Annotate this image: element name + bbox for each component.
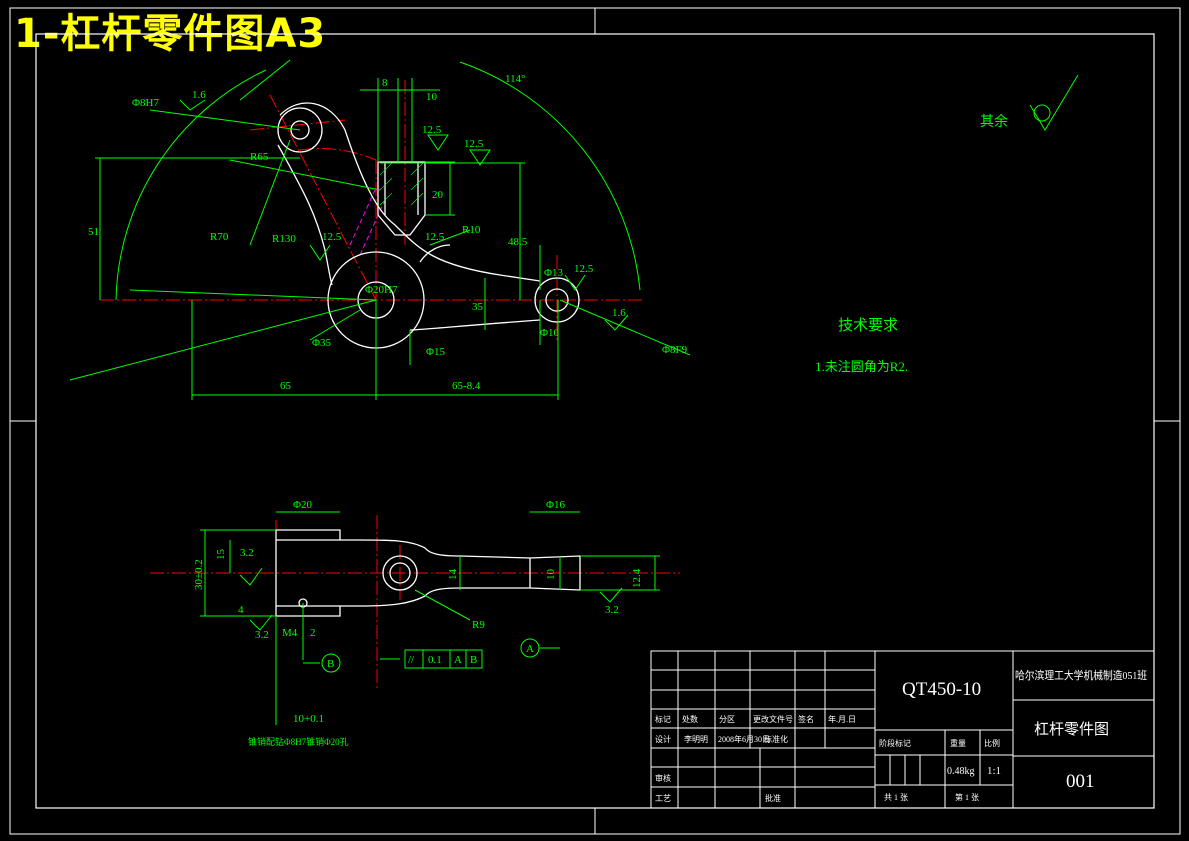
roughness-3-2-c: 3.2	[605, 604, 619, 616]
revision-mark-header: 标记	[655, 714, 671, 724]
revision-date-header: 年.月.日	[828, 714, 856, 724]
technical-requirements: 技术要求 1.未注圆角为R2.	[815, 317, 908, 374]
dim-d20: 20	[432, 189, 444, 201]
scale-label: 比例	[984, 738, 1000, 748]
datum-a-label: A	[526, 643, 534, 655]
dim-d65: 65	[280, 380, 292, 392]
dim-dia35: Φ35	[312, 337, 332, 349]
material-label: QT450-10	[902, 679, 981, 700]
revision-sign-header: 签名	[798, 714, 814, 724]
tech-req-heading: 技术要求	[838, 317, 898, 334]
mass-value: 0.48kg	[947, 766, 975, 777]
review-label: 审核	[655, 773, 671, 783]
dim-r130: R130	[272, 233, 296, 245]
roughness-3-2-a: 3.2	[240, 547, 254, 559]
dim-r65: R65	[250, 151, 269, 163]
side-view-note: 锥销配钻Φ8H7锥销Φ20孔	[248, 736, 349, 747]
title-block: QT450-10 哈尔滨理工大学机械制造051班 杠杆零件图 001 0.48k…	[650, 650, 1155, 809]
tolerance-value: 0.1	[428, 654, 442, 666]
dim-d8h7: Φ8H7	[132, 97, 159, 109]
roughness-12-5-d: 12.5	[574, 263, 594, 275]
front-view: Φ8H7 R65 R70 R130 R10 1.6 1.6 12.5 12.5 …	[69, 59, 1079, 400]
roughness-12-5-c: 12.5	[322, 231, 342, 243]
side-view: Φ20 Φ16 30±0.2 15 3.2 3.2 3.2 14 10 12.4…	[150, 499, 680, 747]
dim-dia-center: Φ20H7	[365, 284, 398, 296]
surface-rest-note: 其余	[980, 113, 1008, 130]
dim-d12: 12.4	[631, 568, 643, 588]
drawing-number: 001	[1066, 771, 1095, 792]
design-date: 2008年6月30日	[718, 734, 770, 744]
dim-d48-5: 48.5	[508, 236, 528, 248]
weight-label: 重量	[950, 738, 966, 748]
dim-d30: 30±0.2	[193, 559, 205, 590]
dim-dia13: Φ13	[544, 267, 564, 279]
roughness-12-5-a: 12.5	[422, 124, 442, 136]
sheet-total: 共 1 张	[884, 793, 908, 802]
dim-d10-side: 10	[545, 569, 557, 581]
scale-value: 1:1	[987, 765, 1001, 777]
dim-w8: 8	[382, 77, 388, 89]
roughness-12-5-e: 12.5	[425, 231, 445, 243]
revision-zone-header: 分区	[719, 715, 735, 724]
roughness-3-2-b: 3.2	[255, 629, 269, 641]
approve-label: 批准	[765, 793, 781, 803]
revision-count-header: 处数	[682, 714, 698, 724]
designer-name: 李明明	[684, 734, 708, 744]
dim-w10: 10	[426, 91, 438, 103]
tech-req-item-1: 1.未注圆角为R2.	[815, 359, 908, 374]
sheet-frame	[9, 7, 1181, 835]
dim-d51: 51	[88, 226, 99, 238]
roughness-1-6-b: 1.6	[612, 307, 626, 319]
dim-r70: R70	[210, 231, 229, 243]
dim-m4: M4	[282, 627, 298, 639]
tolerance-datum-a: A	[454, 654, 462, 666]
dim-d4: 4	[238, 604, 244, 616]
tolerance-datum-b: B	[470, 654, 477, 666]
dim-r9: R9	[472, 619, 485, 631]
dim-angle-114: 114°	[505, 73, 526, 85]
designer-label: 设计	[655, 734, 671, 744]
sheet-number: 第 1 张	[955, 792, 979, 802]
dim-dia10: Φ10	[540, 327, 560, 339]
datum-b-label: B	[327, 658, 334, 670]
dim-dia8f9: Φ8F9	[662, 344, 688, 356]
part-name-label: 杠杆零件图	[1034, 721, 1109, 738]
standardization-label: 标准化	[764, 734, 788, 744]
process-label: 工艺	[655, 794, 671, 803]
dim-dia20-side: Φ20	[293, 499, 313, 511]
tolerance-symbol: //	[408, 654, 415, 666]
dim-d2: 2	[310, 627, 316, 639]
dim-phi-small: Φ15	[426, 346, 446, 358]
stage-mark-label: 阶段标记	[879, 738, 911, 748]
dim-dia16-side: Φ16	[546, 499, 566, 511]
revision-doc-header: 更改文件号	[753, 714, 793, 724]
dim-r10: R10	[462, 224, 481, 236]
dim-d14: 14	[447, 569, 459, 581]
roughness-12-5-b: 12.5	[464, 138, 484, 150]
dim-d10-tol: 10+0.1	[293, 713, 324, 725]
dim-d65-tol: 65-8.4	[452, 380, 481, 392]
dim-d15: 15	[215, 549, 227, 561]
roughness-1-6-a: 1.6	[192, 89, 206, 101]
dim-d35: 35	[472, 301, 484, 313]
school-label: 哈尔滨理工大学机械制造051班	[1015, 668, 1147, 682]
